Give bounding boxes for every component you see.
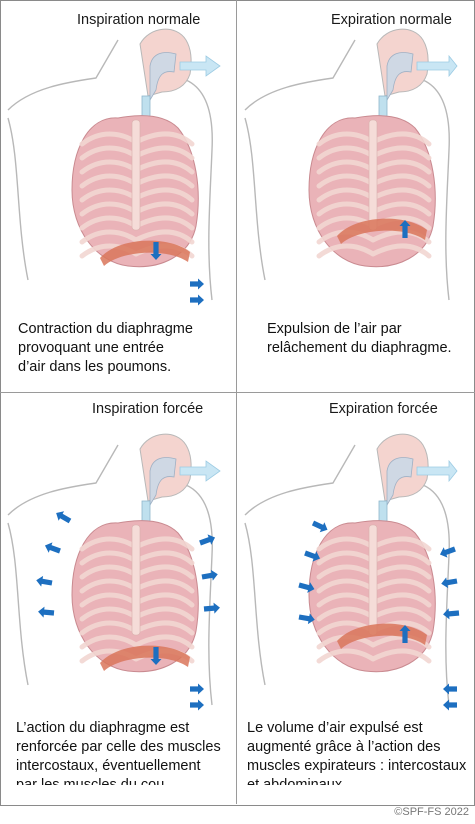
arrow-icon [443, 699, 457, 711]
body-outline [7, 444, 213, 706]
arrow-icon [150, 242, 162, 260]
arrow-icon [201, 569, 218, 581]
arrow-icon [399, 220, 411, 238]
body-outline [244, 39, 450, 301]
caption-line: d’air dans les poumons. [18, 359, 172, 375]
caption-line: par les muscles du cou. [16, 777, 169, 785]
diaphragm [100, 645, 190, 671]
arrow-icon [443, 683, 457, 695]
arrow-group [298, 520, 460, 711]
caption-line: Expulsion de l’air par [267, 321, 402, 337]
arrow-icon [304, 550, 321, 562]
arrow-icon [441, 577, 458, 589]
arrow-icon [190, 683, 204, 695]
caption-line: muscles expirateurs : intercostaux [247, 758, 467, 774]
illustration-expiration-normale [244, 28, 458, 301]
arrow-group [150, 242, 204, 306]
arrow-icon [44, 542, 61, 554]
caption-line: Contraction du diaphragme [18, 321, 193, 337]
illustration-inspiration-forcee [7, 433, 221, 711]
arrow-icon [443, 608, 460, 620]
caption-line: intercostaux, éventuellement [16, 758, 201, 774]
caption-line: et abdominaux. [247, 777, 347, 785]
arrow-icon [36, 575, 53, 587]
panel-title: Inspiration normale [77, 12, 201, 28]
vertical-divider [236, 0, 237, 804]
arrow-icon [190, 294, 204, 306]
head-airway [376, 28, 458, 125]
arrow-icon [190, 699, 204, 711]
caption-line: Le volume d’air expulsé est [247, 720, 423, 736]
panel-caption: Le volume d’air expulsé est augmenté grâ… [247, 719, 466, 785]
caption-line: relâchement du diaphragme. [267, 340, 452, 356]
caption-line: augmenté grâce à l’action des [247, 739, 441, 755]
arrow-icon [439, 546, 456, 558]
rib-cage [71, 520, 199, 673]
horizontal-divider [0, 392, 475, 393]
arrow-group [399, 220, 411, 238]
arrow-icon [38, 606, 55, 618]
body-outline [7, 39, 213, 301]
rib-cage [308, 520, 436, 673]
copyright-credit: ©SPF-FS 2022 [394, 806, 469, 818]
rib-cage [71, 115, 199, 268]
panel-title: Expiration normale [331, 12, 452, 28]
illustration-inspiration-normale [7, 28, 221, 306]
arrow-icon [298, 582, 315, 593]
arrow-icon [203, 602, 220, 614]
arrow-icon [56, 511, 72, 524]
head-airway [139, 433, 221, 530]
arrow-icon [298, 613, 315, 625]
caption-line: renforcée par celle des muscles [16, 739, 221, 755]
head-airway [376, 433, 458, 530]
illustration-expiration-forcee [244, 433, 460, 711]
diaphragm [100, 240, 190, 266]
panel-caption: Expulsion de l’air par relâchement du di… [267, 320, 452, 358]
panel-inspiration-forcee: Inspiration forcée L’action du diaphragm… [0, 393, 236, 785]
head-airway [139, 28, 221, 125]
arrow-group [36, 511, 220, 711]
rib-cage [308, 115, 436, 268]
arrow-icon [399, 625, 411, 643]
caption-line: provoquant une entrée [18, 340, 164, 356]
panel-title: Expiration forcée [329, 401, 438, 417]
arrow-icon [311, 520, 328, 533]
arrow-icon [199, 534, 216, 546]
panel-caption: Contraction du diaphragme provoquant une… [18, 320, 193, 377]
arrow-icon [150, 647, 162, 665]
body-outline [244, 444, 450, 706]
panel-expiration-normale: Expiration normale Expulsion de l’air pa… [237, 0, 473, 392]
caption-line: L’action du diaphragme est [16, 720, 190, 736]
panel-expiration-forcee: Expiration forcée Le volume d’air expuls… [237, 393, 473, 785]
panel-caption: L’action du diaphragme est renforcée par… [16, 719, 221, 785]
panel-title: Inspiration forcée [92, 401, 204, 417]
panel-inspiration-normale: Inspiration normale Contraction du diaph… [0, 0, 236, 392]
arrow-icon [190, 278, 204, 290]
